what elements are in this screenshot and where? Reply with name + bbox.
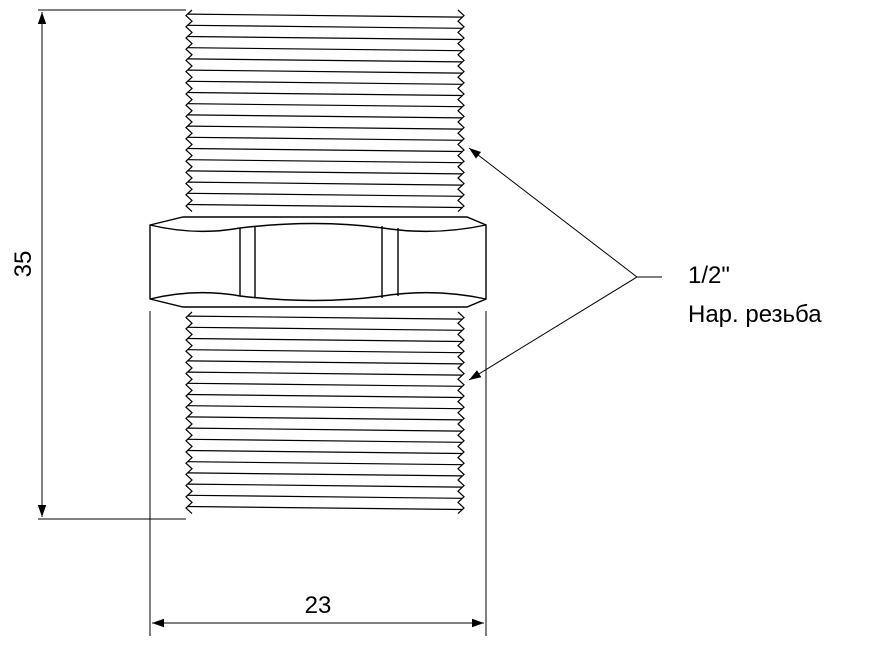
thread-size-label: 1/2" <box>688 262 730 289</box>
lower-thread-crest-lines <box>187 315 463 511</box>
thread-crest-line <box>187 326 463 331</box>
thread-crest-line <box>187 147 463 153</box>
thread-crest-line <box>187 461 463 466</box>
width-dimension <box>149 311 487 636</box>
thread-crest-line <box>187 416 463 421</box>
thread-crest-line <box>187 159 463 164</box>
thread-callout-leaders <box>468 147 662 381</box>
thread-crest-line <box>187 125 463 130</box>
thread-crest-line <box>187 494 463 499</box>
lower-thread-left-profile <box>185 311 193 515</box>
leader-upper <box>468 147 638 278</box>
thread-crest-line <box>187 103 463 108</box>
thread-crest-line <box>187 136 463 141</box>
thread-crest-line <box>187 80 463 85</box>
upper-thread-left-profile <box>185 9 193 213</box>
thread-crest-line <box>187 449 463 455</box>
thread-crest-line <box>187 69 463 74</box>
leader-lower <box>468 276 638 381</box>
height-dimension <box>37 9 186 520</box>
thread-crest-line <box>187 427 463 432</box>
thread-crest-line <box>187 382 463 387</box>
thread-crest-line <box>187 393 463 399</box>
thread-crest-line <box>187 337 463 343</box>
upper-thread <box>185 9 465 213</box>
thread-crest-line <box>187 170 463 175</box>
lower-thread <box>185 311 465 515</box>
thread-crest-line <box>187 349 463 354</box>
hex-nut-bottom-chamfer <box>149 291 487 302</box>
thread-crest-line <box>187 483 463 488</box>
thread-crest-line <box>187 315 463 320</box>
hex-nut-outline <box>149 216 487 308</box>
hex-nut-top-chamfer <box>149 222 487 233</box>
thread-crest-line <box>187 13 463 18</box>
upper-thread-right-profile <box>457 9 465 213</box>
thread-crest-line <box>187 472 463 477</box>
thread-crest-line <box>187 91 463 97</box>
thread-crest-line <box>187 114 463 119</box>
hex-nut <box>149 216 487 308</box>
thread-crest-line <box>187 47 463 52</box>
thread-type-label: Нар. резьба <box>688 301 822 328</box>
thread-crest-line <box>187 24 463 29</box>
thread-crest-line <box>187 438 463 443</box>
thread-crest-line <box>187 58 463 63</box>
thread-crest-line <box>187 203 463 209</box>
thread-crest-line <box>187 505 463 511</box>
thread-crest-line <box>187 371 463 376</box>
thread-crest-line <box>187 360 463 365</box>
width-dimension-label: 23 <box>305 592 332 619</box>
thread-crest-line <box>187 35 463 41</box>
thread-crest-line <box>187 405 463 410</box>
height-dimension-label: 35 <box>10 251 37 278</box>
thread-crest-line <box>187 181 463 186</box>
thread-crest-line <box>187 192 463 197</box>
upper-thread-crest-lines <box>187 13 463 209</box>
lower-thread-right-profile <box>457 311 465 515</box>
